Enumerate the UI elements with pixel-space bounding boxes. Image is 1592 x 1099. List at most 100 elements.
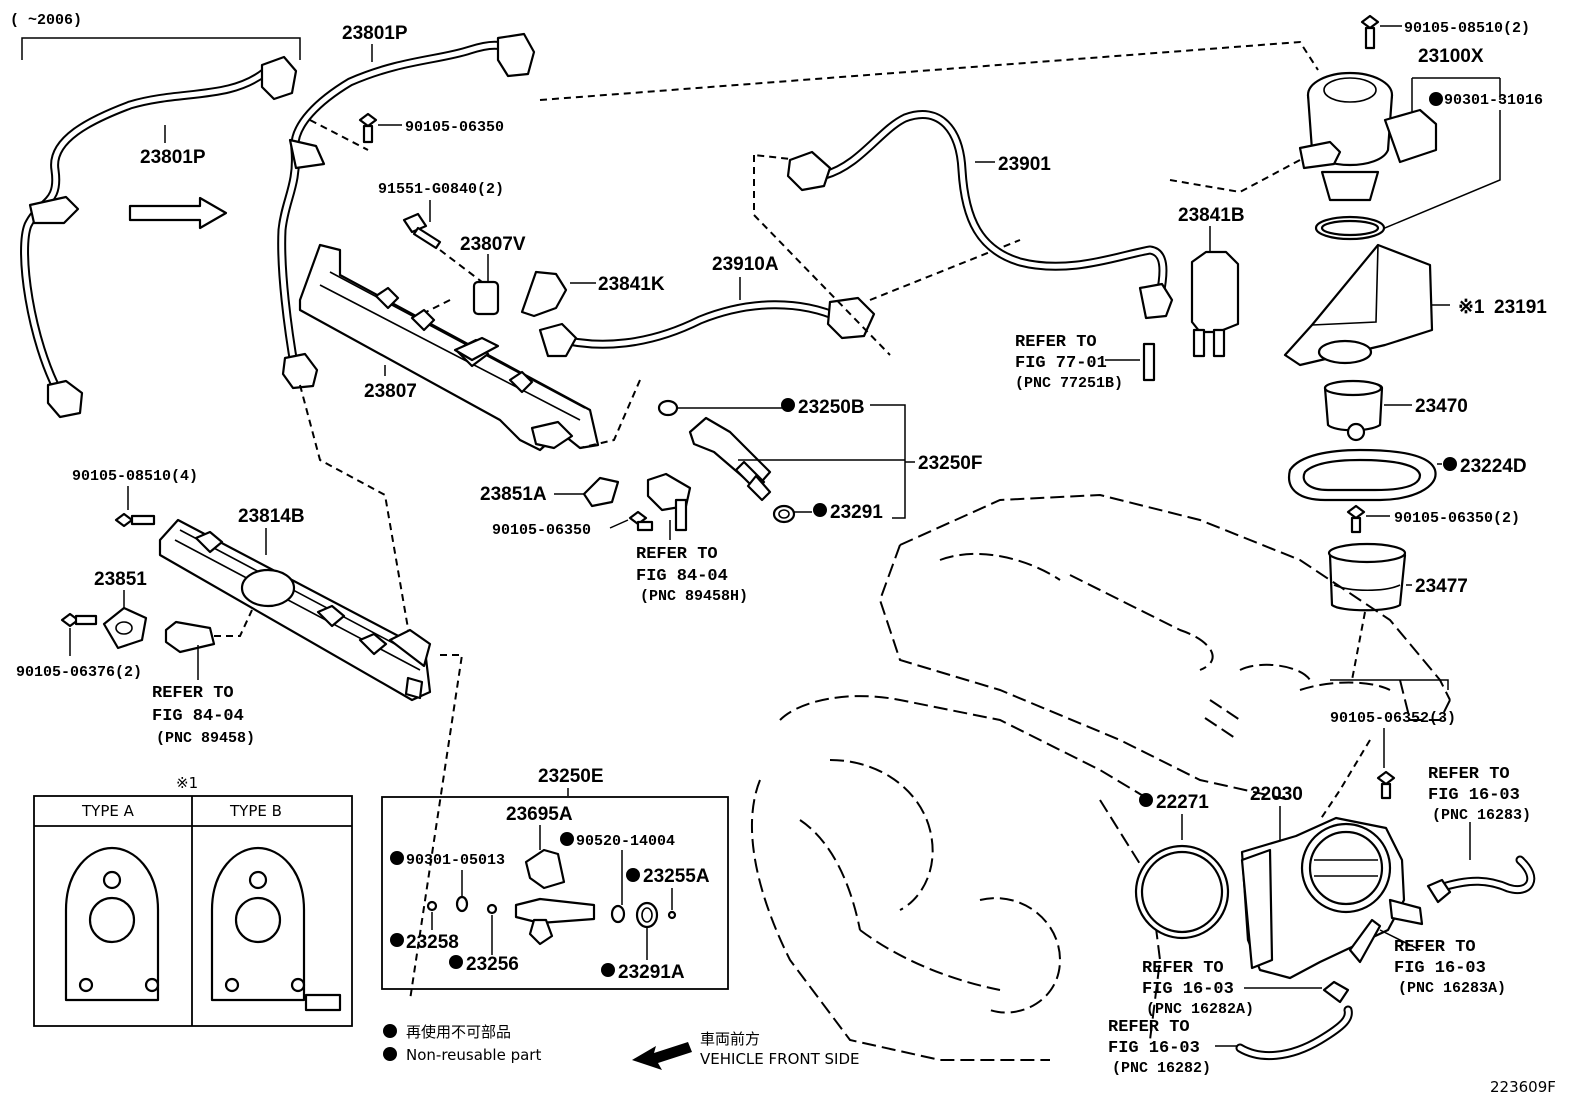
label-23250F: 23250F [918, 453, 982, 474]
lifter-23470 [1323, 379, 1384, 442]
label-23695A: 23695A [506, 804, 573, 825]
fuel-pipe-23801P [277, 32, 536, 390]
label-90105-06350-top: 90105-06350 [405, 119, 504, 136]
refer-16283A-line2: FIG 16-03 [1394, 959, 1486, 978]
bracket-range-2006: ( ~2006) [10, 12, 301, 60]
non-reusable-dot [1139, 793, 1153, 807]
injector-23250F [688, 416, 772, 502]
o-ring-90301-05013 [455, 895, 469, 913]
refer-84-04-line1: REFER TO [152, 684, 234, 703]
label-23224D: 23224D [1460, 456, 1527, 477]
injector-kit [514, 897, 596, 946]
label-23470: 23470 [1415, 396, 1468, 417]
pressure-sensor-89458H [646, 472, 692, 532]
non-reusable-dot [390, 933, 404, 947]
non-reusable-dot [781, 398, 795, 412]
housing-23477 [1327, 542, 1407, 612]
refer-16282A-line2: FIG 16-03 [1142, 980, 1234, 999]
label-23851A: 23851A [480, 484, 547, 505]
hose-23910A [538, 296, 876, 358]
label-22030: 22030 [1250, 784, 1303, 805]
bolt-90105-06376 [60, 612, 98, 628]
refer-77-01-line1: REFER TO [1015, 333, 1097, 352]
refer-84-04h-line3: (PNC 89458H) [640, 588, 748, 605]
label-23801P: 23801P [342, 23, 408, 44]
seal-23291A [635, 901, 659, 929]
label-23250B: 23250B [798, 397, 865, 418]
label-91551-G0840: 91551-G0840(2) [378, 181, 504, 198]
bolt-90105-08510-4 [114, 512, 156, 528]
label-23477: 23477 [1415, 576, 1468, 597]
non-reusable-dot [1429, 92, 1443, 106]
label-23191-mark: ※1 [1458, 297, 1485, 318]
non-reusable-dot [813, 503, 827, 517]
bracket-23191 [1283, 243, 1434, 367]
hose-16283 [1435, 855, 1536, 894]
refer-84-04-line2: FIG 84-04 [152, 707, 244, 726]
legend-en: Non-reusable part [406, 1046, 541, 1064]
label-23901: 23901 [998, 154, 1051, 175]
kit-box-23250E [381, 796, 729, 990]
throttle-body-22030 [1240, 816, 1424, 980]
ring-23255A [667, 910, 677, 920]
refer-77-01-line2: FIG 77-01 [1015, 354, 1107, 373]
part-23841K [520, 270, 568, 318]
vehicle-front-arrow: 車両前方 VEHICLE FRONT SIDE [632, 1030, 860, 1070]
type-b-bracket [210, 846, 342, 1012]
label-23258: 23258 [406, 932, 459, 953]
type-b-label: TYPE B [229, 802, 282, 820]
direction-arrow-right [128, 196, 228, 230]
bolt-90105-06350-mid [628, 510, 654, 532]
hose-clamp-16282A [1322, 980, 1350, 1004]
refer-16282-line2: FIG 16-03 [1108, 1039, 1200, 1058]
refer-84-04h-line1: REFER TO [636, 545, 718, 564]
label-23801P-old: 23801P [140, 147, 206, 168]
bolt-90105-06350-2 [1346, 504, 1366, 534]
label-23250E: 23250E [538, 766, 604, 787]
type-box: ※1 TYPE A TYPE B [33, 774, 353, 1027]
non-reusable-dot [449, 955, 463, 969]
refer-16283A-line1: REFER TO [1394, 938, 1476, 957]
label-23100X: 23100X [1418, 46, 1484, 67]
label-23256: 23256 [466, 954, 519, 975]
refer-16283-line3: (PNC 16283) [1432, 807, 1531, 824]
label-23291A: 23291A [618, 962, 685, 983]
label-90105-06352-3: 90105-06352(3) [1330, 710, 1456, 727]
refer-77-01-line3: (PNC 77251B) [1015, 375, 1123, 392]
label-90520-14004: 90520-14004 [576, 833, 675, 850]
label-90105-08510-2: 90105-08510(2) [1404, 20, 1530, 37]
label-23807V: 23807V [460, 234, 526, 255]
seal-23291 [772, 504, 796, 524]
label-23841B: 23841B [1178, 205, 1245, 226]
refer-84-04h-line2: FIG 84-04 [636, 567, 728, 586]
vehicle-front-en: VEHICLE FRONT SIDE [700, 1050, 860, 1068]
non-reusable-dot [626, 868, 640, 882]
label-90105-06376-2: 90105-06376(2) [16, 664, 142, 681]
label-23807: 23807 [364, 381, 417, 402]
bolt-90105-06352 [1376, 770, 1396, 800]
hose-clamp [1426, 878, 1452, 904]
label-23191: 23191 [1494, 297, 1547, 318]
label-90301-05013: 90301-05013 [406, 852, 505, 869]
label-90301-31016: 90301-31016 [1444, 92, 1543, 109]
non-reusable-dot [383, 1047, 397, 1061]
gasket-22271 [1134, 844, 1230, 940]
non-reusable-dot [1443, 457, 1457, 471]
part-23841B [1190, 250, 1240, 358]
type-a-bracket [64, 846, 160, 1002]
refer-16283A-line3: (PNC 16283A) [1398, 980, 1506, 997]
label-23851: 23851 [94, 569, 147, 590]
fuel-pipe-23801P-old [20, 55, 298, 419]
refer-16282A-line1: REFER TO [1142, 959, 1224, 978]
fuel-rail-23814B [158, 518, 432, 702]
hose-23901 [786, 110, 1174, 320]
label-23814B: 23814B [238, 506, 305, 527]
refer-84-04-line3: (PNC 89458) [156, 730, 255, 747]
type-a-label: TYPE A [81, 802, 135, 820]
refer-16282A-line3: (PNC 16282A) [1146, 1001, 1254, 1018]
label-23291: 23291 [830, 502, 883, 523]
bracket-23851A [582, 476, 620, 508]
bracket-23851 [102, 606, 148, 650]
label-90105-06350-2: 90105-06350(2) [1394, 510, 1520, 527]
